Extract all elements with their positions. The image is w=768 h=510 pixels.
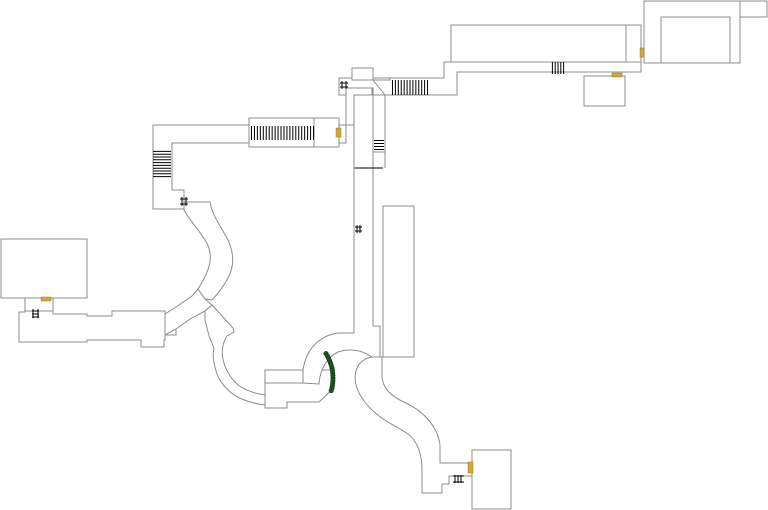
ladder-icon[interactable] xyxy=(355,225,362,233)
door-icon[interactable] xyxy=(40,296,52,302)
room-west xyxy=(0,238,88,299)
room-northeast-corner xyxy=(739,0,768,18)
ladder-icon[interactable] xyxy=(340,81,348,89)
stairs-icon[interactable] xyxy=(250,126,315,140)
door-icon[interactable] xyxy=(611,72,623,78)
stairs-icon[interactable] xyxy=(374,140,384,150)
ladders-layer xyxy=(32,81,464,483)
room-top-box xyxy=(351,67,374,81)
door-icon[interactable] xyxy=(467,461,474,474)
doors-layer xyxy=(40,47,645,474)
corridor-curve-east xyxy=(302,94,381,385)
room-north-small xyxy=(583,75,626,107)
ladder-icon[interactable] xyxy=(180,197,188,206)
hedge-icon xyxy=(323,351,336,394)
stairs-layer xyxy=(153,62,565,178)
corridor-curve-south xyxy=(204,304,266,406)
room-north-large xyxy=(450,24,627,63)
door-icon[interactable] xyxy=(639,47,645,58)
corridor-south xyxy=(264,369,304,384)
corridor-northeast xyxy=(371,61,642,153)
room-northwest-small xyxy=(313,117,340,148)
stairs-icon[interactable] xyxy=(551,62,565,74)
room-long-east xyxy=(382,205,415,358)
corridor-northwest xyxy=(152,124,250,210)
corridor-curve-southeast xyxy=(354,356,473,494)
corridor-west xyxy=(18,310,177,348)
stairs-icon[interactable] xyxy=(153,150,171,178)
corridor-curve-north xyxy=(183,201,234,301)
stairs-icon[interactable] xyxy=(391,80,429,95)
room-southeast xyxy=(471,449,512,510)
ladder-icon[interactable] xyxy=(453,475,464,483)
hedge-leaf xyxy=(328,388,334,394)
ladder-icon[interactable] xyxy=(32,309,39,318)
door-icon[interactable] xyxy=(335,127,342,138)
room-north-side xyxy=(625,24,642,63)
room-northeast-inner xyxy=(660,16,731,64)
